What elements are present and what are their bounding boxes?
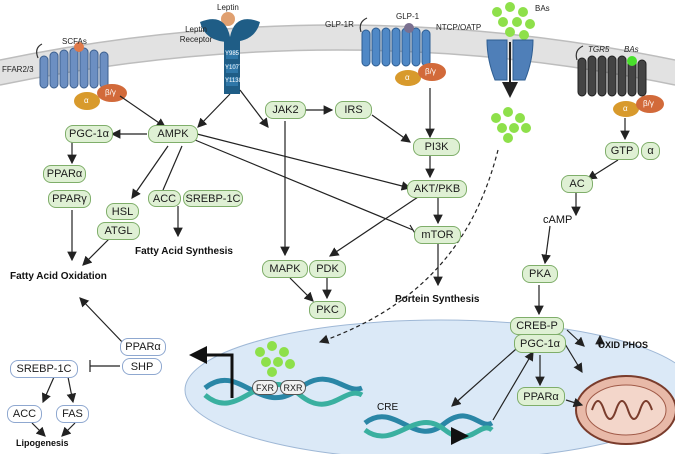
ppara-nuclear-node: PPARα — [120, 338, 166, 356]
atgl-node: ATGL — [97, 222, 140, 240]
pdk-node: PDK — [309, 260, 346, 278]
tgr5-label: TGR5 — [588, 45, 610, 54]
y1077-label: Y1077 — [225, 65, 243, 71]
fxr-output-arrow — [189, 346, 234, 398]
mapk-node: MAPK — [262, 260, 308, 278]
camp-label: cAMP — [543, 214, 573, 226]
leptin-receptor-label: Leptin Receptor — [179, 25, 213, 44]
bas-top-label: BAs — [535, 4, 550, 13]
ntcp-transporter-icon — [486, 2, 535, 143]
dna-helix-right-icon — [363, 413, 494, 440]
creb-node: CREB-P — [510, 317, 564, 335]
akt-node: AKT/PKB — [407, 180, 467, 198]
ppara-left-node: PPARα — [43, 165, 86, 183]
ppary-node: PPARγ — [48, 190, 91, 208]
lipogenesis-label: Lipogenesis — [16, 438, 69, 448]
gtp-node: GTP — [605, 142, 639, 160]
y1138-label: Y1138 — [225, 78, 242, 84]
nuclear-bile-acids-icon — [255, 341, 295, 377]
mtor-node: mTOR — [414, 226, 461, 244]
acc-mid-node: ACC — [148, 190, 181, 207]
pi3k-node: PI3K — [413, 138, 460, 156]
srebp-low-node: SREBP-1C — [10, 360, 78, 378]
oxid-phos-label: OXID PHOS — [598, 340, 649, 350]
glp1r-receptor-icon — [359, 17, 446, 86]
pgc1a-right-node: PGC-1α — [514, 334, 566, 353]
glp1r-galpha-label: α — [405, 73, 410, 82]
scfas-label: SCFAs — [62, 37, 87, 46]
nucleus — [184, 319, 675, 454]
ampk-node: AMPK — [148, 125, 198, 143]
y985-label: Y985 — [225, 51, 240, 57]
tgr5-gbeta-label: β/γ — [643, 99, 654, 108]
irs-node: IRS — [335, 101, 372, 119]
shp-node: SHP — [122, 358, 162, 375]
glp1r-label: GLP-1R — [325, 20, 354, 29]
ffar-galpha-label: α — [84, 96, 89, 105]
leptin-receptor-icon — [200, 12, 260, 94]
glp1-label: GLP-1 — [396, 12, 420, 21]
cre-label: CRE — [377, 402, 399, 413]
ppara-right-node: PPARα — [517, 387, 565, 406]
leptin-label: Leptin — [217, 3, 239, 12]
fatty-acid-synthesis-label: Fatty Acid Synthesis — [135, 246, 233, 257]
acc-low-node: ACC — [7, 405, 42, 423]
gtp-alpha-node: α — [641, 142, 660, 160]
hsl-node: HSL — [106, 203, 139, 220]
pathway-arrows — [31, 88, 630, 437]
portein-synthesis-label: Portein Synthesis — [395, 294, 480, 305]
tgr5-galpha-label: α — [623, 104, 628, 113]
ac-node: AC — [561, 175, 593, 193]
srebp-mid-node: SREBP-1C — [183, 190, 243, 207]
ffar-receptor-icon — [36, 42, 127, 110]
pka-node: PKA — [522, 265, 558, 283]
ffar-gbeta-label: β/γ — [105, 88, 116, 97]
pkc-node: PKC — [309, 301, 346, 319]
ffar-label: FFAR2/3 — [2, 65, 34, 74]
fatty-acid-oxidation-label: Fatty Acid Oxidation — [10, 271, 107, 282]
tgr5-receptor-icon — [575, 45, 664, 117]
rxr-node: RXR — [280, 380, 306, 395]
jak2-node: JAK2 — [265, 101, 306, 119]
ntcp-label: NTCP/OATP — [436, 23, 482, 32]
mitochondrion-icon — [575, 375, 675, 445]
pgc1a-left-node: PGC-1α — [65, 125, 113, 143]
fas-node: FAS — [56, 405, 89, 423]
fxr-node: FXR — [252, 380, 278, 395]
bas-right-label: BAs — [624, 45, 639, 54]
glp1r-gbeta-label: β/γ — [425, 67, 436, 76]
